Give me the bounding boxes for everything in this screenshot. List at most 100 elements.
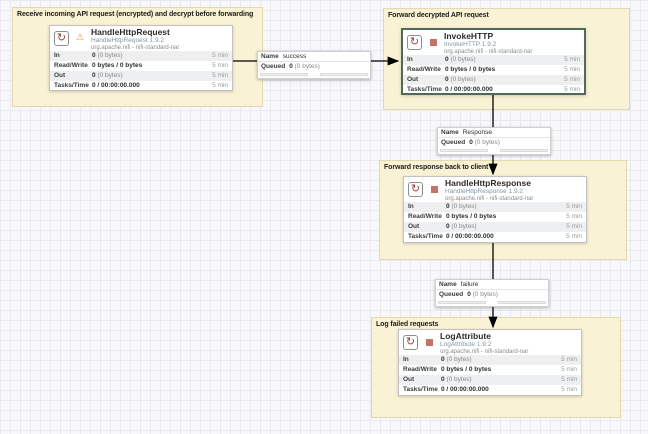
stat-window: 5 min — [212, 72, 228, 79]
stat-row-taskstime: Tasks/Time 0 / 00:00:00.000 5 min — [399, 385, 581, 395]
backpressure-bars — [438, 148, 550, 154]
stat-value: 0 / 00:00:00.000 — [441, 386, 489, 393]
stat-value-detail: (0 bytes) — [451, 223, 477, 230]
group-label-text: Forward decrypted API request — [388, 12, 489, 19]
stat-value-detail: (0 bytes) — [450, 76, 476, 83]
processor-bundle: org.apache.nifi - nifi-standard-nar — [444, 49, 533, 55]
connection-name-value: Response — [462, 129, 492, 136]
processor-name: HandleHttpRequest — [91, 27, 170, 37]
backpressure-size-bar — [320, 73, 368, 76]
stat-row-in: In 0 (0 bytes) 5 min — [50, 51, 232, 61]
stat-label: Read/Write — [408, 213, 442, 220]
processor-type: HandleHttpResponse 1.9.2 — [445, 188, 524, 195]
processor-name: LogAttribute — [440, 331, 491, 341]
stopped-icon — [426, 339, 433, 346]
connection-name-key: Name — [441, 129, 459, 136]
connection-queued-key: Queued — [261, 63, 286, 70]
stat-label: Read/Write — [54, 62, 88, 69]
stat-value-detail: (0 bytes) — [450, 56, 476, 63]
connection-queued-size: (0 bytes) — [472, 291, 498, 298]
stat-row-taskstime: Tasks/Time 0 / 00:00:00.000 5 min — [50, 81, 232, 91]
stat-row-in: In 0 (0 bytes) 5 min — [403, 55, 584, 65]
connection-name-key: Name — [439, 281, 457, 288]
backpressure-count-bar — [260, 73, 308, 76]
stat-window: 5 min — [566, 203, 582, 210]
stat-label: Tasks/Time — [408, 233, 443, 240]
backpressure-bars — [436, 300, 548, 306]
stat-label: Tasks/Time — [54, 82, 89, 89]
stat-label: Out — [407, 76, 419, 83]
stat-row-taskstime: Tasks/Time 0 / 00:00:00.000 5 min — [403, 85, 584, 95]
processor-header: ↻ LogAttribute LogAttribute 1.9.2 org.ap… — [399, 330, 581, 355]
stat-window: 5 min — [212, 52, 228, 59]
connection-queued-count: 0 — [289, 63, 293, 70]
stat-window: 5 min — [212, 62, 228, 69]
stat-value-detail: (0 bytes) — [446, 376, 472, 383]
stat-window: 5 min — [564, 86, 580, 93]
stat-row-in: In 0 (0 bytes) 5 min — [399, 355, 581, 365]
stat-value: 0 bytes / 0 bytes — [441, 366, 492, 373]
stat-value: 0 — [445, 56, 449, 63]
stat-value: 0 bytes / 0 bytes — [92, 62, 143, 69]
stat-window: 5 min — [561, 376, 577, 383]
stat-label: In — [54, 52, 60, 59]
stat-value-detail: (0 bytes) — [451, 203, 477, 210]
processor-type: InvokeHTTP 1.9.2 — [444, 41, 497, 48]
stopped-icon — [430, 39, 437, 46]
connection-queued-size: (0 bytes) — [474, 139, 500, 146]
backpressure-size-bar — [498, 301, 546, 304]
connection-queued-count: 0 — [469, 139, 473, 146]
processor-handlehttpresponse[interactable]: ↻ HandleHttpResponse HandleHttpResponse … — [403, 176, 587, 243]
stat-window: 5 min — [566, 233, 582, 240]
processor-invokehttp[interactable]: ↻ InvokeHTTP InvokeHTTP 1.9.2 org.apache… — [401, 28, 586, 95]
stat-value: 0 — [92, 52, 96, 59]
processor-icon: ↻ — [407, 35, 422, 50]
stopped-icon — [431, 186, 438, 193]
group-label-text: Forward response back to client — [384, 164, 489, 171]
stat-row-readwrite: Read/Write 0 bytes / 0 bytes 5 min — [50, 61, 232, 71]
connection-name-value: failure — [460, 281, 479, 288]
processor-header: ↻ ⚠ HandleHttpRequest HandleHttpRequest … — [50, 26, 232, 51]
stat-window: 5 min — [564, 56, 580, 63]
backpressure-bars — [258, 72, 370, 78]
connection-queued-key: Queued — [439, 291, 464, 298]
processor-handlehttprequest[interactable]: ↻ ⚠ HandleHttpRequest HandleHttpRequest … — [49, 25, 233, 91]
stat-window: 5 min — [561, 386, 577, 393]
stat-label: Read/Write — [407, 66, 441, 73]
stat-label: Out — [408, 223, 420, 230]
processor-icon: ↻ — [403, 335, 418, 350]
processor-header: ↻ InvokeHTTP InvokeHTTP 1.9.2 org.apache… — [403, 30, 584, 55]
stat-label: In — [407, 56, 413, 63]
stat-value: 0 / 00:00:00.000 — [92, 82, 140, 89]
stat-value: 0 — [445, 76, 449, 83]
stat-row-out: Out 0 (0 bytes) 5 min — [403, 75, 584, 85]
stat-value: 0 — [92, 72, 96, 79]
processor-bundle: org.apache.nifi - nifi-standard-nar — [440, 349, 529, 355]
connection-name-value: success — [282, 53, 307, 60]
processor-logattribute[interactable]: ↻ LogAttribute LogAttribute 1.9.2 org.ap… — [398, 329, 582, 396]
backpressure-size-bar — [500, 149, 548, 152]
stat-row-out: Out 0 (0 bytes) 5 min — [399, 375, 581, 385]
stat-window: 5 min — [212, 82, 228, 89]
stat-value: 0 / 00:00:00.000 — [445, 86, 493, 93]
stat-label: Out — [403, 376, 415, 383]
stat-window: 5 min — [566, 223, 582, 230]
stat-row-readwrite: Read/Write 0 bytes / 0 bytes 5 min — [399, 365, 581, 375]
stat-window: 5 min — [561, 356, 577, 363]
stat-value: 0 bytes / 0 bytes — [446, 213, 497, 220]
stat-window: 5 min — [564, 66, 580, 73]
stat-value: 0 — [446, 203, 450, 210]
stat-value-detail: (0 bytes) — [97, 72, 123, 79]
processor-name: InvokeHTTP — [444, 31, 494, 41]
processor-type: HandleHttpRequest 1.9.2 — [91, 37, 164, 44]
connection-name-key: Name — [261, 53, 279, 60]
stat-label: In — [403, 356, 409, 363]
